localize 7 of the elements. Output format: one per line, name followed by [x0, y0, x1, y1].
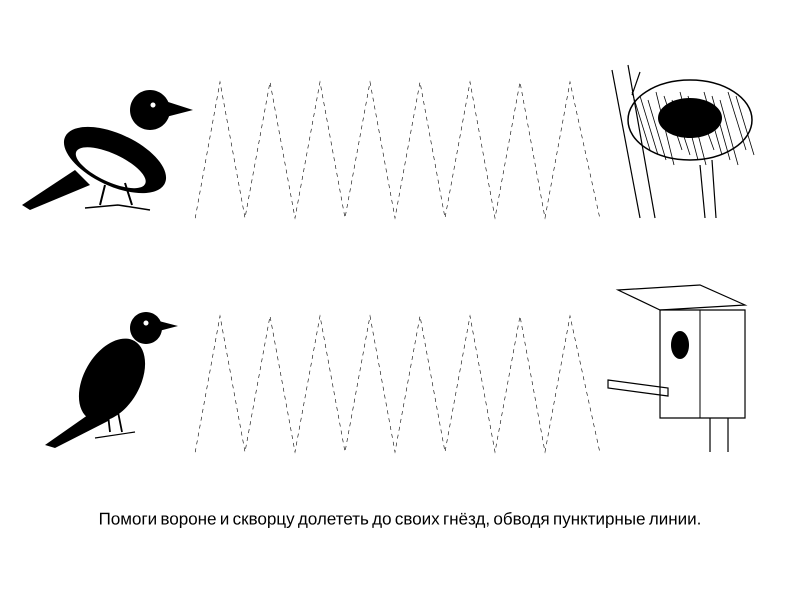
- crow-drawing: [22, 90, 193, 211]
- nest-drawing: [611, 64, 754, 219]
- starling-drawing: [45, 312, 178, 448]
- birdhouse-drawing: [607, 284, 748, 453]
- caption: Помоги вороне и скворцу долететь до своих гнёзд, обводя пунктирные линии.: [100, 512, 700, 528]
- zigzag-line: [194, 314, 600, 454]
- zigzag-line: [194, 80, 600, 220]
